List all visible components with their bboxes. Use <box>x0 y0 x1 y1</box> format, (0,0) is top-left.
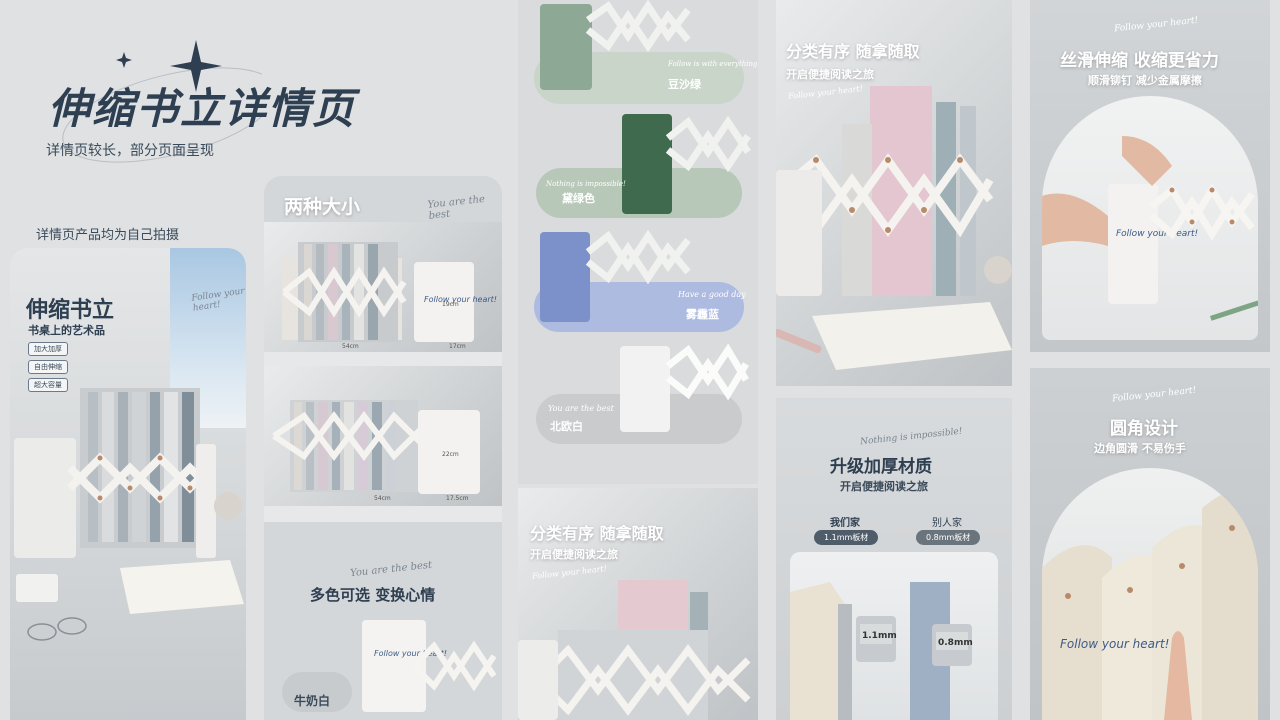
others-reading: 0.8mm <box>938 638 973 648</box>
material-panel: Nothing is impossible! 升级加厚材质 开启便捷阅读之旅 我… <box>776 398 1012 720</box>
nordic-white-bookend <box>620 343 750 432</box>
hero-subtitle: 书桌上的艺术品 <box>28 324 105 337</box>
bookend-illustration <box>14 388 244 641</box>
green-bookend <box>540 0 691 90</box>
large-height-label: 22cm <box>442 451 459 458</box>
swatch-darkgreen-name: 黛绿色 <box>562 192 595 205</box>
rounded-title: 圆角设计 <box>1110 419 1178 439</box>
rounded-panel: Follow your heart! 圆角设计 边角圆滑 不易伤手 Follow… <box>1030 368 1270 720</box>
darkgreen-bookend <box>622 114 751 214</box>
rounded-script: Follow your heart! <box>1111 385 1197 405</box>
sort1-title: 分类有序 随拿随取 <box>530 524 664 543</box>
others-spec-chip: 0.8mm板材 <box>916 530 981 545</box>
swatch-green-script: Follow is with everything <box>668 60 758 68</box>
smooth-subtitle: 顺滑铆钉 减少金属摩擦 <box>1088 74 1202 87</box>
rounded-book-script: Follow your heart! <box>1060 637 1169 651</box>
ours-reading: 1.1mm <box>862 631 897 641</box>
page-title: 伸缩书立详情页 <box>48 84 357 133</box>
colors-title: 多色可选 变换心情 <box>310 586 436 604</box>
large-bookend: Follow your heart! 54cm 17cm 19cm <box>282 242 497 350</box>
decorative-orbit <box>62 40 262 163</box>
material-subtitle: 开启便捷阅读之旅 <box>840 480 928 493</box>
swatch-blue-name: 雾霾蓝 <box>686 308 719 321</box>
sizes-script: You are the best <box>427 193 486 222</box>
small-bookend: 54cm 17.5cm 22cm <box>272 400 480 502</box>
sort2-subtitle: 开启便捷阅读之旅 <box>786 68 874 81</box>
smooth-script: Follow your heart! <box>1113 15 1199 35</box>
white-bookend: Follow your heart! <box>282 620 497 712</box>
tag-capacity: 超大容量 <box>28 378 68 392</box>
swatches-panel: Follow is with everything 豆沙绿 Nothing is… <box>518 0 758 484</box>
material-script: Nothing is impossible! <box>859 426 963 448</box>
white-book-script: Follow your heart! <box>374 649 447 658</box>
swatch-blue-script: Have a good day <box>678 290 746 299</box>
sizes-title: 两种大小 <box>284 196 361 218</box>
large-depth-label: 17.5cm <box>446 495 469 502</box>
smooth-arch-photo: Follow your heart! <box>1042 96 1258 340</box>
ours-spec-chip: 1.1mm板材 <box>814 530 879 545</box>
ours-label: 我们家 <box>830 518 860 529</box>
hero-title: 伸缩书立 <box>26 298 115 323</box>
rounded-arch-photo: Follow your heart! <box>1042 468 1258 720</box>
tag-extend: 自由伸缩 <box>28 360 68 374</box>
sort-panel-1: 分类有序 随拿随取 开启便捷阅读之旅 Follow your heart! <box>518 488 758 720</box>
sort-panel-2: 分类有序 随拿随取 开启便捷阅读之旅 Follow your heart! <box>776 0 1012 386</box>
sort1-subtitle: 开启便捷阅读之旅 <box>530 548 618 561</box>
rounded-subtitle: 边角圆滑 不易伤手 <box>1094 442 1186 455</box>
swatch-white-name: 北欧白 <box>550 420 583 433</box>
others-label: 别人家 <box>932 518 962 529</box>
swatch-darkgreen-script: Nothing is impossible! <box>546 180 626 188</box>
smooth-title: 丝滑伸缩 收缩更省力 <box>1060 51 1219 71</box>
white-color-label: 牛奶白 <box>294 694 331 708</box>
small-height-label: 19cm <box>442 301 459 308</box>
sort1-script: Follow your heart! <box>531 564 608 581</box>
blue-bookend <box>540 229 691 322</box>
smooth-bookend: Follow your heart! <box>1042 136 1258 321</box>
swatch-green-name: 豆沙绿 <box>668 78 701 91</box>
material-title: 升级加厚材质 <box>830 457 932 477</box>
hero-tags: 加大加厚 自由伸缩 超大容量 <box>28 342 68 396</box>
large-width-label: 54cm <box>374 495 391 502</box>
page-subtitle: 详情页较长，部分页面呈现 <box>46 143 214 159</box>
caliper-illustration: 1.1mm 0.8mm <box>790 582 973 720</box>
smooth-panel: Follow your heart! 丝滑伸缩 收缩更省力 顺滑铆钉 减少金属摩… <box>1030 0 1270 352</box>
shelf-divider <box>264 352 502 366</box>
shelf-divider-2 <box>264 506 502 522</box>
rounded-bookend: Follow your heart! <box>1042 490 1258 720</box>
hero-card: 伸缩书立 书桌上的艺术品 加大加厚 自由伸缩 超大容量 Follow your … <box>10 248 246 720</box>
smooth-book-script: Follow your heart! <box>1116 229 1198 239</box>
small-depth-label: 17cm <box>449 343 466 350</box>
sort2-bookend <box>776 86 1012 370</box>
tag-thick: 加大加厚 <box>28 342 68 356</box>
swatch-white-script: You are the best <box>548 404 614 413</box>
sort2-title: 分类有序 随拿随取 <box>786 42 920 61</box>
small-width-label: 54cm <box>342 343 359 350</box>
colors-script: You are the best <box>349 559 433 580</box>
photo-note: 详情页产品均为自己拍摄 <box>36 228 180 243</box>
large-book-script: Follow your heart! <box>424 295 497 304</box>
sizes-panel: 两种大小 You are the best Follow your heart!… <box>264 176 502 720</box>
sort1-bookend <box>518 580 751 720</box>
